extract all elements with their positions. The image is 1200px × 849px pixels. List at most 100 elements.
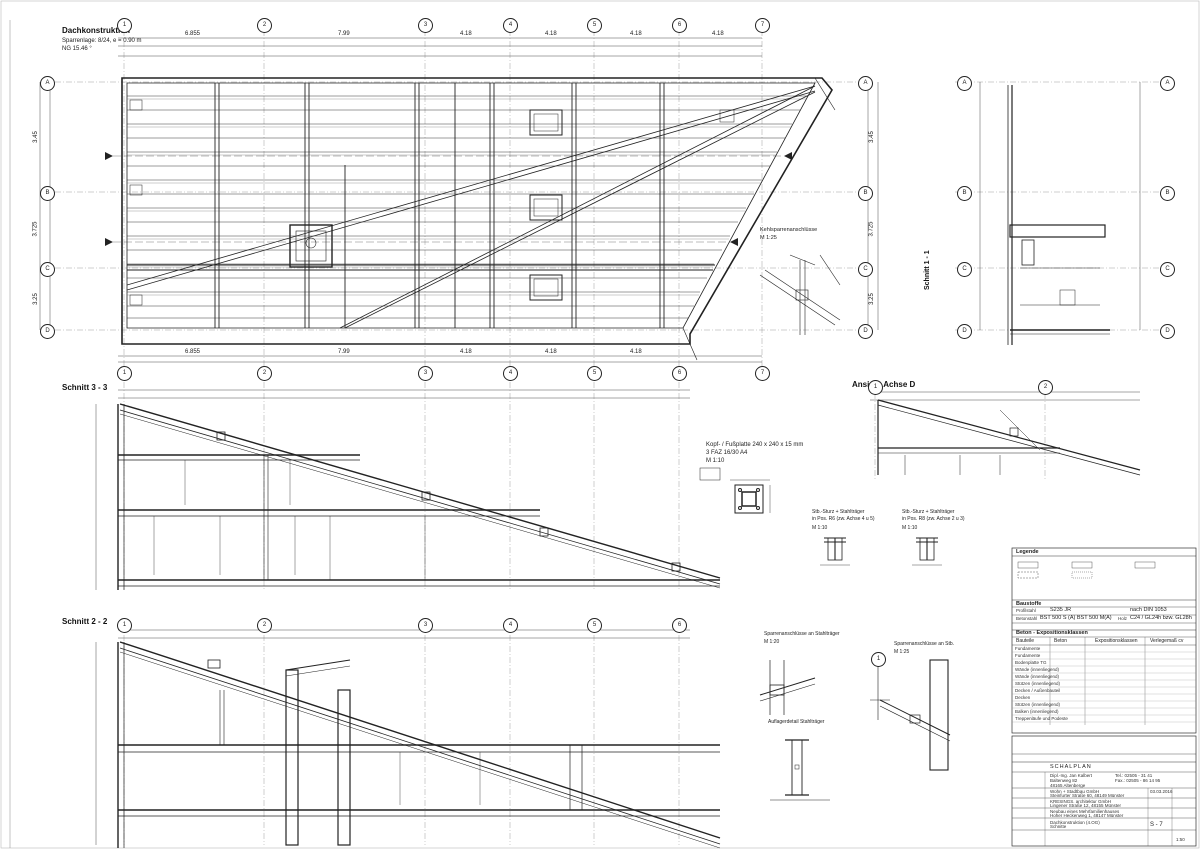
titleblock-architect-address: Lingener Straße 12, 48155 Münster bbox=[1050, 803, 1122, 808]
section-2-axis-6: 6 bbox=[672, 618, 687, 633]
valley-rafter-detail bbox=[759, 254, 841, 335]
axis-bubble-3: 3 bbox=[418, 18, 433, 33]
section-3-3-title: Schnitt 3 - 3 bbox=[62, 383, 108, 392]
section-3-3 bbox=[95, 382, 721, 590]
lintel-2-position: in Pos. R8 (zw. Achse 2 u 3) bbox=[902, 516, 965, 522]
section-1-axis-a: A bbox=[957, 76, 972, 91]
elevation-axis-d bbox=[870, 382, 1141, 480]
axis-bubble-a-right: A bbox=[858, 76, 873, 91]
plan-title: Dachkonstruktion bbox=[62, 26, 131, 35]
section-2-2-title: Schnitt 2 - 2 bbox=[62, 617, 108, 626]
section-2-axis-3: 3 bbox=[418, 618, 433, 633]
legend-rebar-label: Betonstahl bbox=[1016, 616, 1038, 621]
titleblock-engineer-name: Dipl.-Ing. Jan Kalbert bbox=[1050, 773, 1093, 778]
rafter-steel-scale: M 1:20 bbox=[764, 639, 780, 645]
dim-side-1-right: 3.45 bbox=[868, 131, 875, 143]
axis-bubble-1: 1 bbox=[117, 18, 132, 33]
lintel-details bbox=[820, 537, 942, 566]
section-2-axis-4: 4 bbox=[503, 618, 518, 633]
legend-row: Fundamente bbox=[1015, 646, 1041, 651]
section-2-axis-2: 2 bbox=[257, 618, 272, 633]
axis-bubble-5-bottom: 5 bbox=[587, 366, 602, 381]
section-2-2 bbox=[95, 624, 721, 849]
section-1-axis-c: C bbox=[957, 262, 972, 277]
titleblock-date: 03.03.2016 bbox=[1150, 789, 1173, 794]
titleblock-content-2: Schnitte bbox=[1050, 824, 1067, 829]
titleblock-scale: 1:50 bbox=[1176, 837, 1185, 842]
section-1-1-title: Schnitt 1 - 1 bbox=[924, 250, 931, 290]
lintel-2-scale: M 1:10 bbox=[902, 525, 918, 531]
legend-row: Wände (innenliegend) bbox=[1015, 667, 1060, 672]
titleblock-fax: Fax.: 02505 - 86 14 95 bbox=[1115, 778, 1161, 783]
title-block-frame bbox=[1011, 735, 1197, 847]
legend-row: Decken / Außenbauteil bbox=[1015, 688, 1061, 693]
legend-frame bbox=[1011, 547, 1197, 734]
axis-bubble-c-right: C bbox=[858, 262, 873, 277]
legend-title: Legende bbox=[1016, 549, 1039, 555]
dim-top-1: 6.855 bbox=[185, 31, 201, 37]
axis-bubble-c-left: C bbox=[40, 262, 55, 277]
rafter-concrete-title: Sparrenanschlüsse an Stb. bbox=[894, 641, 955, 647]
legend-row: Fundamente bbox=[1015, 653, 1041, 658]
elevation-d-axis-2: 2 bbox=[1038, 380, 1053, 395]
axis-bubble-3-bottom: 3 bbox=[418, 366, 433, 381]
elevation-d-title: Ansicht Achse D bbox=[852, 380, 916, 389]
section-1-1 bbox=[955, 81, 1170, 345]
lintel-1-position: in Pos. R6 (zw. Achse 4 u 5) bbox=[812, 516, 875, 522]
legend-row: Balken (innenliegend) bbox=[1015, 709, 1059, 714]
legend-col-concrete: Beton bbox=[1054, 638, 1068, 644]
axis-bubble-7: 7 bbox=[755, 18, 770, 33]
lintel-1-scale: M 1:10 bbox=[812, 525, 828, 531]
valley-rafter-detail-title: Kehlsparrenanschlüsse bbox=[760, 227, 818, 233]
dim-top-6: 4.18 bbox=[712, 31, 724, 37]
axis-bubble-4: 4 bbox=[503, 18, 518, 33]
rafter-concrete-axis-1: 1 bbox=[871, 652, 886, 667]
dim-side-3-right: 3.25 bbox=[868, 293, 875, 305]
dim-top-3: 4.18 bbox=[460, 31, 472, 37]
legend-timber-label: Holz bbox=[1118, 616, 1128, 621]
dim-bottom-5: 4.18 bbox=[630, 349, 642, 355]
dim-bottom-4: 4.18 bbox=[545, 349, 557, 355]
legend-rebar-value: BST 500 S (A) BST 500 M(A) bbox=[1040, 615, 1112, 621]
dim-side-2-right: 3.725 bbox=[868, 221, 875, 237]
legend-col-cover: Verlegemaß cv bbox=[1150, 638, 1184, 644]
legend-concrete-heading: Beton - Expositionsklassen bbox=[1016, 630, 1088, 636]
roof-plan bbox=[39, 30, 879, 370]
axis-bubble-2: 2 bbox=[257, 18, 272, 33]
axis-bubble-b-right: B bbox=[858, 186, 873, 201]
dim-top-5: 4.18 bbox=[630, 31, 642, 37]
section-2-axis-5: 5 bbox=[587, 618, 602, 633]
section-1-axis-c-right: C bbox=[1160, 262, 1175, 277]
legend-steel-profile-norm: nach DIN 1053 bbox=[1130, 607, 1167, 613]
bearing-detail-title: Auflagerdetail Stahlträger bbox=[768, 719, 825, 725]
base-plate-anchors: 3 FAZ 16/30 A4 bbox=[706, 450, 748, 456]
valley-rafter-detail-scale: M 1:25 bbox=[760, 235, 777, 241]
axis-bubble-5: 5 bbox=[587, 18, 602, 33]
axis-bubble-6: 6 bbox=[672, 18, 687, 33]
lintel-2-title: Stb.-Sturz + Stahlträger bbox=[902, 509, 955, 515]
legend-steel-profile-label: Profilstahl bbox=[1016, 608, 1036, 613]
legend-materials-heading: Baustoffe bbox=[1016, 601, 1042, 607]
titleblock-plan-type: SCHALPLAN bbox=[1050, 764, 1092, 770]
titleblock-architect: KRESINGS. architektur GmbH bbox=[1050, 799, 1112, 804]
plan-roof-pitch: NG 15.46 ° bbox=[62, 46, 92, 52]
section-2-axis-1: 1 bbox=[117, 618, 132, 633]
titleblock-project-address: Hoher Heckenweg 1, 48147 Münster bbox=[1050, 813, 1124, 818]
legend-row: Treppenläufe und Podeste bbox=[1015, 716, 1068, 721]
section-1-axis-d-right: D bbox=[1160, 324, 1175, 339]
titleblock-owner: Wohn + Stadtbau GmbH bbox=[1050, 789, 1100, 794]
titleblock-content: Dachkonstruktion (4.OG) bbox=[1050, 820, 1100, 825]
dim-top-4: 4.18 bbox=[545, 31, 557, 37]
legend-row: Stützen (innenliegend) bbox=[1015, 702, 1061, 707]
dim-bottom-2: 7.99 bbox=[338, 349, 350, 355]
dim-top-2: 7.99 bbox=[338, 31, 350, 37]
axis-bubble-b-left: B bbox=[40, 186, 55, 201]
plan-rafter-spec: Sparrenlage: 8/24, e = 0.90 m bbox=[62, 38, 142, 44]
dim-bottom-1: 6.855 bbox=[185, 349, 201, 355]
rafter-connection-details bbox=[759, 659, 951, 801]
dim-side-3: 3.25 bbox=[32, 293, 39, 305]
titleblock-sheet-number: S - 7 bbox=[1150, 822, 1163, 828]
dim-bottom-3: 4.18 bbox=[460, 349, 472, 355]
legend-row: Bodenplatte TG bbox=[1015, 660, 1047, 665]
